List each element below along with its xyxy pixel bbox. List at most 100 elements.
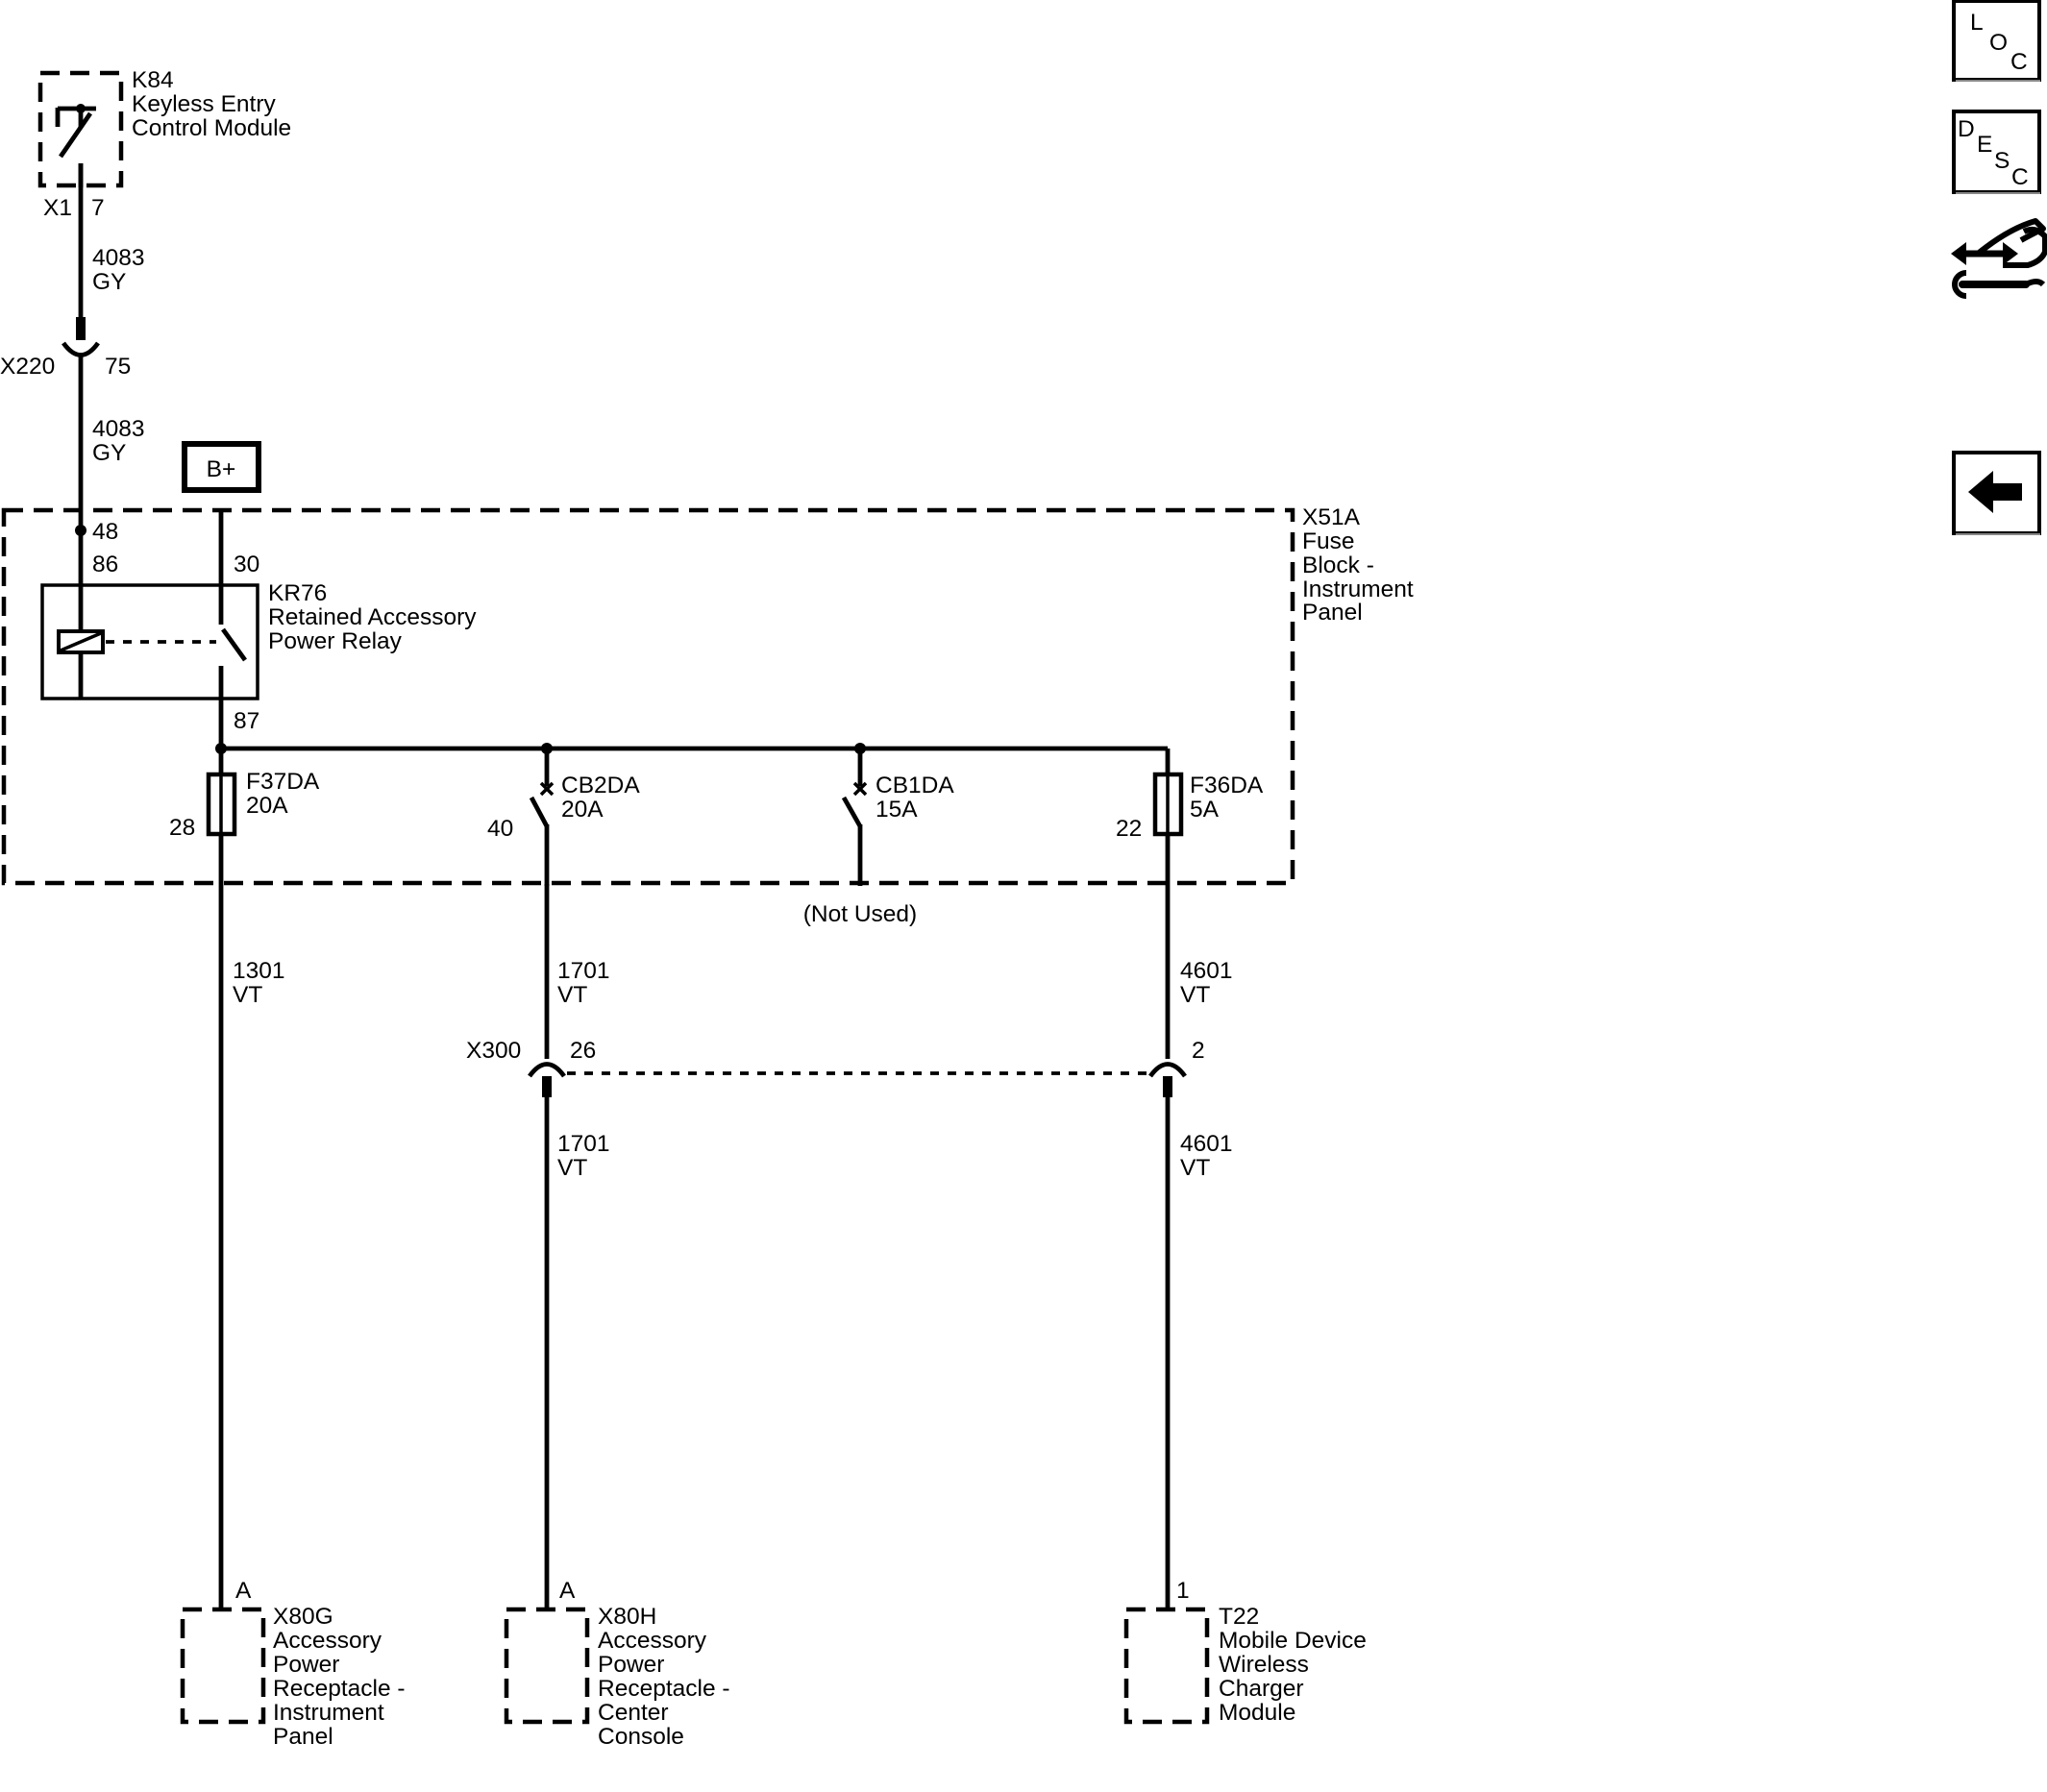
loc-button[interactable]: L O C — [1952, 0, 2041, 82]
cb1da-circuit-breaker: CB1DA 15A (Not Used) — [803, 749, 954, 927]
x80g-label-line3: Receptacle - — [273, 1676, 406, 1702]
cb1da-name: CB1DA — [876, 773, 954, 798]
x220-connector-label: X220 — [0, 354, 55, 380]
t22-label-line4: Module — [1219, 1700, 1295, 1726]
wire-1301-color: VT — [233, 982, 262, 1008]
pin-22-label: 22 — [1116, 816, 1142, 842]
x80g-id: X80G — [273, 1604, 333, 1630]
k84-module: K84 Keyless Entry Control Module — [37, 67, 291, 188]
t22-outline — [1123, 1607, 1210, 1725]
f37da-rating: 20A — [246, 793, 288, 819]
x80g-outline — [180, 1607, 266, 1725]
x51a-id: X51A — [1302, 504, 1361, 530]
connector-repair-icon[interactable] — [1951, 218, 2047, 299]
desc-letter-d: D — [1958, 116, 1975, 142]
x80g-label-line4: Instrument — [273, 1700, 384, 1726]
f37da-fuse: F37DA 20A 28 — [169, 749, 320, 841]
loc-letter-o: O — [1989, 30, 2008, 56]
cb2da-name: CB2DA — [561, 773, 640, 798]
x80h-receptacle: A X80H Accessory Power Receptacle - Cent… — [504, 1578, 730, 1750]
desc-letter-c: C — [2011, 164, 2029, 190]
wire-1701-lower-circuit: 1701 — [557, 1131, 610, 1157]
kr76-label-line1: Retained Accessory — [268, 604, 477, 630]
wire-4601-upper-circuit: 4601 — [1180, 958, 1233, 984]
battery-positive-source: B+ — [182, 441, 261, 587]
x80g-label-line5: Panel — [273, 1724, 333, 1750]
x220-connector: X220 75 — [0, 317, 131, 530]
wire-1701-upper-circuit: 1701 — [557, 958, 610, 984]
desc-letter-e: E — [1977, 132, 1992, 158]
x51a-label-line1: Fuse — [1302, 528, 1354, 554]
cb1da-rating: 15A — [876, 797, 918, 822]
x80h-label-line1: Accessory — [598, 1628, 707, 1654]
pin-87-label: 87 — [234, 708, 259, 734]
wire-1701-lower-color: VT — [557, 1155, 587, 1181]
x80g-receptacle: A X80G Accessory Power Receptacle - Inst… — [180, 1578, 406, 1750]
wire-4083-lower-color: GY — [92, 440, 126, 466]
f36da-fuse: F36DA 5A 22 — [1116, 749, 1264, 842]
kr76-id: KR76 — [268, 580, 327, 606]
x80g-label-line2: Power — [273, 1652, 339, 1678]
f36da-rating: 5A — [1190, 797, 1220, 822]
kr76-relay-body — [40, 583, 259, 700]
x1-pin-label: 7 — [91, 195, 105, 221]
kr76-relay: KR76 Retained Accessory Power Relay — [40, 530, 477, 749]
x1-connector-label: X1 — [43, 195, 72, 221]
k84-id: K84 — [132, 67, 174, 93]
f37da-name: F37DA — [246, 769, 320, 795]
x80h-pin-label: A — [559, 1578, 576, 1604]
wire-1301-circuit: 1301 — [233, 958, 285, 984]
x220-pin-label: 75 — [105, 354, 131, 380]
cb1da-not-used-note: (Not Used) — [803, 901, 917, 927]
pin-30-label: 30 — [234, 552, 259, 577]
back-button[interactable] — [1952, 451, 2041, 535]
t22-wireless-charger-module: 1 T22 Mobile Device Wireless Charger Mod… — [1123, 1578, 1367, 1726]
loc-letter-l: L — [1970, 10, 1984, 36]
x51a-label-line2: Block - — [1302, 552, 1374, 578]
loc-letter-c: C — [2010, 49, 2028, 75]
wire-4601-upper-color: VT — [1180, 982, 1210, 1008]
x51a-label-line4: Panel — [1302, 600, 1363, 626]
x80h-label-line5: Console — [598, 1724, 684, 1750]
x300-pin-right-label: 2 — [1192, 1038, 1205, 1064]
x80h-id: X80H — [598, 1604, 656, 1630]
kr76-label-line2: Power Relay — [268, 628, 403, 654]
x51a-label-line3: Instrument — [1302, 577, 1414, 602]
t22-label-line3: Charger — [1219, 1676, 1304, 1702]
t22-label-line2: Wireless — [1219, 1652, 1309, 1678]
x80h-label-line2: Power — [598, 1652, 664, 1678]
k84-module-outline — [37, 70, 124, 188]
k84-label-line1: Keyless Entry — [132, 91, 277, 117]
b-plus-label: B+ — [207, 456, 236, 482]
wire-1701-upper-color: VT — [557, 982, 587, 1008]
x80g-label-line1: Accessory — [273, 1628, 382, 1654]
x300-connector-label: X300 — [466, 1038, 521, 1064]
f36da-name: F36DA — [1190, 773, 1264, 798]
desc-letter-s: S — [1994, 148, 2010, 174]
pin-40-label: 40 — [487, 816, 513, 842]
x80h-outline — [504, 1607, 590, 1725]
t22-id: T22 — [1219, 1604, 1259, 1630]
cb2da-circuit-breaker: CB2DA 20A 40 — [487, 749, 640, 886]
pin-28-label: 28 — [169, 815, 195, 841]
t22-pin-label: 1 — [1176, 1578, 1190, 1604]
wire-4083-lower-circuit: 4083 — [92, 416, 145, 442]
pin-86-label: 86 — [92, 552, 118, 577]
x300-pin-left-label: 26 — [570, 1038, 596, 1064]
x51a-fuse-block-outline — [1, 507, 1295, 886]
wire-4601-lower-circuit: 4601 — [1180, 1131, 1233, 1157]
desc-button[interactable]: D E S C — [1952, 110, 2041, 194]
x80h-label-line3: Receptacle - — [598, 1676, 730, 1702]
wire-4601-lower-color: VT — [1180, 1155, 1210, 1181]
k84-label-line2: Control Module — [132, 115, 291, 141]
wire-4083-upper-circuit: 4083 — [92, 245, 145, 271]
t22-label-line1: Mobile Device — [1219, 1628, 1367, 1654]
x300-connector: X300 26 2 — [466, 1038, 1205, 1097]
x80g-pin-label: A — [235, 1578, 252, 1604]
wire-4083-upper-color: GY — [92, 269, 126, 295]
cb2da-rating: 20A — [561, 797, 604, 822]
pin-48-label: 48 — [92, 519, 118, 545]
back-arrow-icon — [1968, 471, 2022, 513]
x80h-label-line4: Center — [598, 1700, 669, 1726]
